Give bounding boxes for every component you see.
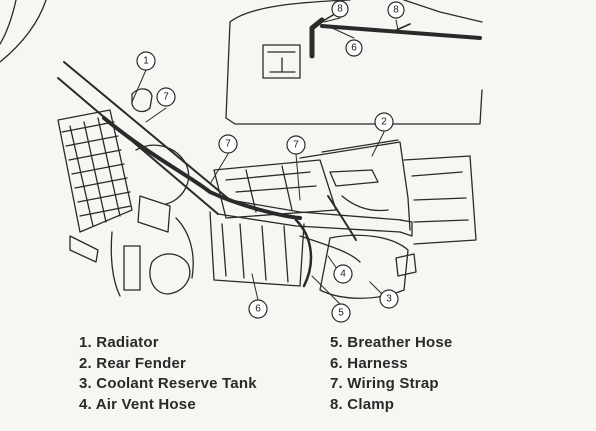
svg-text:6: 6 [351, 43, 357, 54]
legend-item-air-vent-hose: 4. Air Vent Hose [79, 395, 257, 416]
engine-detail-drawing [69, 144, 194, 295]
harness-drawing [102, 116, 361, 288]
svg-text:2: 2 [381, 117, 387, 128]
legend-item-clamp: 8. Clamp [330, 395, 452, 416]
legend-label: Wiring Strap [347, 375, 439, 392]
legend-label: Clamp [347, 395, 395, 413]
legend-number: 2. [79, 354, 92, 372]
legend-number: 6. [330, 354, 343, 372]
coolant-tank-drawing [319, 195, 417, 299]
callout-3: 3 [379, 289, 399, 309]
svg-text:8: 8 [337, 4, 343, 15]
callout-1: 1 [136, 51, 156, 71]
legend-number: 4. [79, 395, 92, 413]
legend-item-harness: 6. Harness [330, 354, 452, 375]
callout-2: 2 [374, 112, 394, 132]
radiator-drawing [57, 88, 153, 297]
inset-harness [309, 11, 482, 59]
legend-number: 3. [79, 375, 92, 392]
legend-number: 1. [79, 334, 92, 351]
rear-fender-drawing [299, 139, 477, 245]
leader-lines [131, 17, 399, 305]
battery-box-drawing [209, 159, 337, 287]
inset-drawing [225, 0, 483, 125]
legend-label: Air Vent Hose [95, 395, 196, 413]
legend-label: Rear Fender [96, 354, 187, 372]
legend-label: Coolant Reserve Tank [96, 375, 257, 392]
callout-8-inset-right: 8 [387, 1, 405, 19]
legend-item-radiator: 1. Radiator [79, 333, 257, 354]
svg-text:3: 3 [386, 294, 392, 305]
legend-label: Breather Hose [347, 334, 453, 351]
svg-text:7: 7 [225, 139, 231, 150]
svg-text:7: 7 [163, 92, 169, 103]
legend-number: 5. [330, 334, 343, 351]
svg-text:4: 4 [340, 269, 346, 280]
callout-7-middle: 7 [218, 134, 238, 154]
callout-7-right: 7 [286, 135, 306, 155]
callout-6-inset: 6 [345, 39, 363, 57]
callout-8-inset-left: 8 [331, 0, 349, 18]
svg-text:5: 5 [338, 308, 344, 319]
legend-item-coolant-reserve-tank: 3. Coolant Reserve Tank [79, 374, 257, 395]
parts-legend-right: 5. Breather Hose 6. Harness 7. Wiring St… [330, 333, 452, 415]
legend-item-breather-hose: 5. Breather Hose [330, 333, 452, 354]
svg-text:6: 6 [255, 304, 261, 315]
legend-item-wiring-strap: 7. Wiring Strap [330, 374, 452, 395]
svg-text:7: 7 [293, 140, 299, 151]
parts-legend-left: 1. Radiator 2. Rear Fender 3. Coolant Re… [79, 333, 257, 415]
motorcycle-parts-diagram: 8 8 6 1 7 7 7 2 4 5 3 6 [0, 0, 483, 323]
legend-number: 7. [330, 375, 343, 392]
legend-number: 8. [330, 395, 343, 413]
callout-6-lower: 6 [248, 299, 268, 319]
left-corner-curve [0, 0, 47, 63]
legend-item-rear-fender: 2. Rear Fender [79, 354, 257, 375]
callout-4: 4 [333, 264, 353, 284]
svg-text:1: 1 [143, 56, 149, 67]
svg-text:8: 8 [393, 5, 399, 16]
callout-7-upper: 7 [156, 87, 176, 107]
callout-5: 5 [331, 303, 351, 323]
legend-label: Harness [347, 354, 408, 372]
legend-label: Radiator [96, 334, 159, 351]
